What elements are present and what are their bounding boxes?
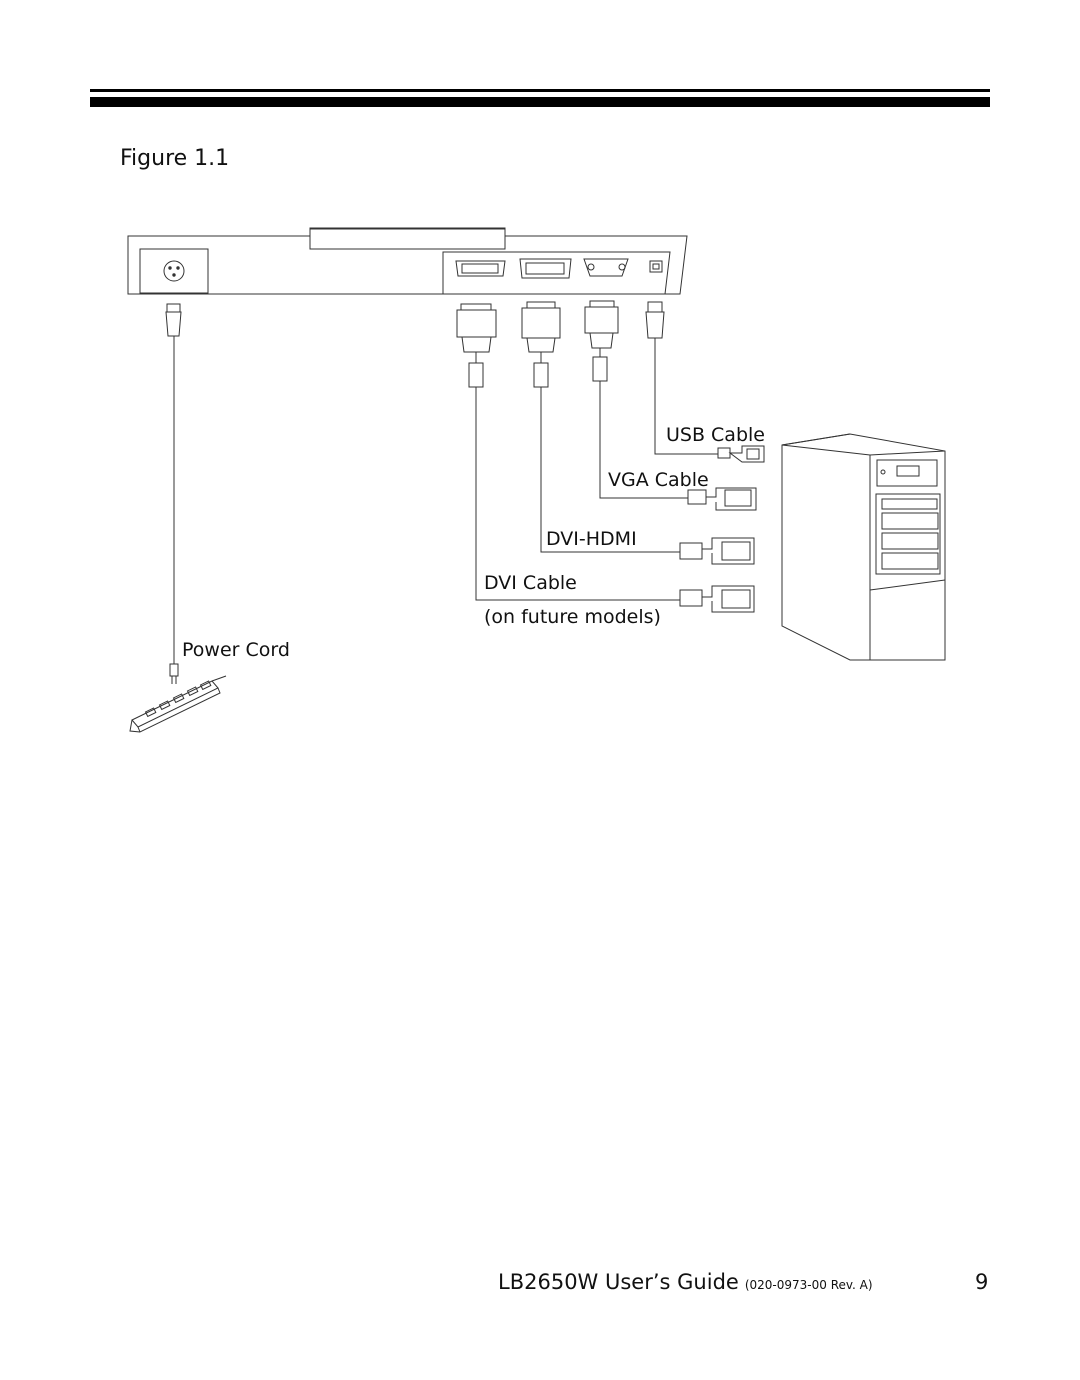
- vga-cable: [584, 300, 757, 511]
- page-number: 9: [975, 1270, 989, 1294]
- footer-title-text: LB2650W User’s Guide: [498, 1270, 739, 1294]
- dvi-cable: [456, 303, 755, 613]
- dvi-cable-note: (on future models): [484, 606, 661, 628]
- vga-cable-label: VGA Cable: [608, 469, 709, 491]
- dvi-port-2: [519, 258, 572, 279]
- usb-port: [649, 260, 663, 273]
- computer-tower: [781, 433, 946, 661]
- dvi-hdmi-label: DVI-HDMI: [546, 528, 637, 550]
- usb-cable-label: USB Cable: [666, 424, 765, 446]
- power-cable: [165, 303, 182, 684]
- vga-port: [583, 258, 629, 277]
- usb-cable: [645, 301, 765, 463]
- figure-title: Figure 1.1: [120, 146, 230, 171]
- dvi-hdmi-cable: [521, 301, 755, 565]
- power-cord-label: Power Cord: [182, 639, 290, 661]
- power-strip: [129, 675, 227, 733]
- footer-guide-title: LB2650W User’s Guide (020-0973-00 Rev. A): [498, 1270, 873, 1294]
- monitor-rear-panel: [127, 227, 688, 295]
- dvi-cable-label: DVI Cable: [484, 572, 577, 594]
- footer-revision: (020-0973-00 Rev. A): [744, 1278, 873, 1292]
- dvi-port-1: [455, 260, 506, 277]
- header-rule-thick: [90, 97, 990, 107]
- header-rule-thin: [90, 89, 990, 92]
